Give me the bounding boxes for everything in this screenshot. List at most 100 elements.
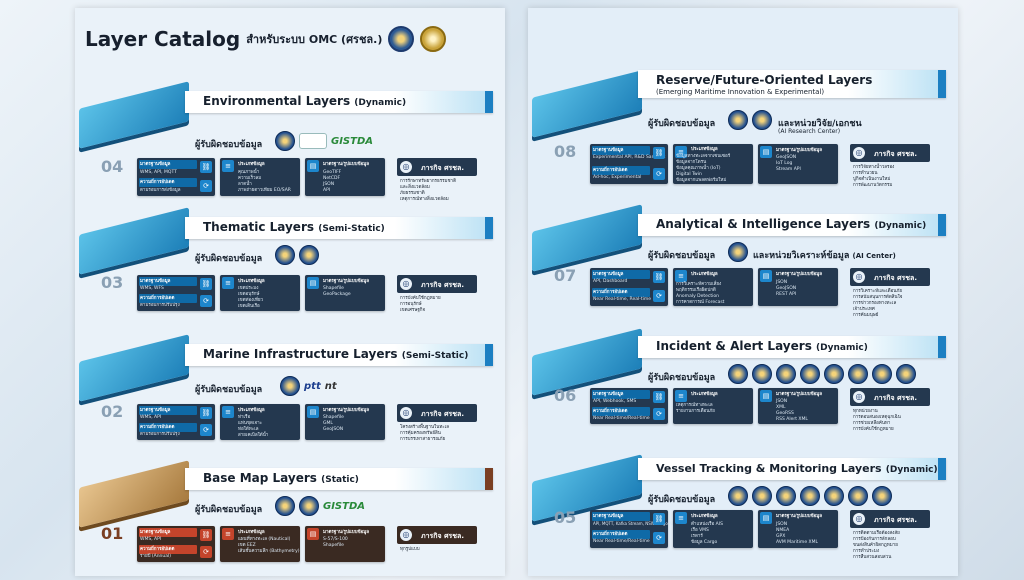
- reserve-illustration: [532, 70, 642, 138]
- card-heading: ประเภทข้อมูล: [691, 272, 718, 277]
- mission-list: ทุกหน่วยงาน การตอบสนองเหตุฉุกเฉิน การช่ว…: [853, 409, 901, 433]
- card-heading: มาตรฐาน/รูปแบบข้อมูล: [776, 514, 822, 519]
- agency-logo-icon: [800, 486, 820, 506]
- mission-label: ภารกิจ ศรชล.: [874, 274, 917, 282]
- mission-badge: ◎ ภารกิจ ศรชล.: [850, 510, 930, 528]
- owner-logos: [728, 110, 772, 130]
- agency-logo-icon: [275, 245, 295, 265]
- card-heading: ประเภทข้อมูล: [238, 530, 265, 535]
- agency-logo-icon: [872, 364, 892, 384]
- title-row: Layer Catalog สำหรับระบบ OMC (ศรชล.): [85, 26, 447, 52]
- card-item: API: [323, 188, 331, 193]
- card-heading: มาตรฐาน/รูปแบบข้อมูล: [776, 272, 822, 277]
- layer-name: Analytical & Intelligence Layers: [656, 217, 871, 231]
- mission-item: เขตเศรษฐกิจ: [400, 308, 426, 313]
- mission-label: ภารกิจ ศรชล.: [421, 281, 464, 289]
- ptt-logo: ptt: [304, 380, 321, 392]
- card-heading: มาตรฐานข้อมูล: [593, 514, 624, 519]
- card-heading: ประเภทข้อมูล: [691, 392, 718, 397]
- card-heading: มาตรฐาน/รูปแบบข้อมูล: [776, 148, 822, 153]
- card-item: JSON: [776, 522, 788, 527]
- mission-item: ทุกหน่วยงาน: [853, 409, 878, 414]
- mission-item: การบังคับใช้กฎหมาย: [400, 296, 441, 301]
- data-type-card: ≡ ประเภทข้อมูล ข้อมูลทางทะเลจากเซนเซอร์ …: [673, 144, 753, 184]
- agency-logo-icon: [728, 242, 748, 262]
- card-item: GML: [323, 421, 333, 426]
- mission-item: เหตุการณ์ทางสิ่งแวดล้อม: [400, 197, 449, 202]
- owner-label: ผู้รับผิดชอบข้อมูล: [648, 116, 715, 130]
- list-icon: ≡: [675, 146, 687, 158]
- format-card: ▤ มาตรฐาน/รูปแบบข้อมูล GeoTIFF NetCDF JS…: [305, 158, 385, 196]
- data-type-card: ≡ ประเภทข้อมูล ท่าเรือ แท่นขุดเจาะ ท่อใต…: [220, 404, 300, 440]
- format-card: ▤ มาตรฐาน/รูปแบบข้อมูล Shapefile GML Geo…: [305, 404, 385, 440]
- card-heading: ความถี่การอัปเดต: [593, 532, 628, 537]
- layer-banner: Vessel Tracking & Monitoring Layers (Dyn…: [638, 458, 946, 480]
- standard-card: มาตรฐานข้อมูล API, MQTT, Kafka Stream, N…: [590, 510, 675, 548]
- mission-list: การรักษาทรัพยากรธรรมชาติ และสิ่งแวดล้อม …: [400, 179, 456, 203]
- nt-logo: nt: [324, 380, 337, 392]
- mission-badge: ◎ ภารกิจ ศรชล.: [397, 526, 477, 544]
- owner-label: ผู้รับผิดชอบข้อมูล: [648, 373, 716, 383]
- layer-qualifier: (Semi-Static): [401, 351, 469, 361]
- right-page: Reserve/Future-Oriented Layers (Emerging…: [528, 8, 958, 576]
- layer-number: 01: [101, 524, 124, 543]
- mission-item: การช่วยเหลือค้นหา: [853, 421, 891, 426]
- card-text: ตามรอบการส่งข้อมูล: [140, 188, 181, 193]
- agency-logo-icon: [752, 364, 772, 384]
- owner-logos: [728, 242, 748, 262]
- mission-list: การติดตามเรือต้องสงสัย การป้องกันการลักล…: [853, 531, 900, 561]
- layer-qualifier: (Dynamic): [816, 343, 868, 353]
- card-item: S-57/S-100: [323, 537, 348, 542]
- thematic-illustration: [79, 207, 189, 275]
- mission-item: การสืบสวนสอบสวน: [853, 555, 892, 560]
- format-card: ▤ มาตรฐาน/รูปแบบข้อมูล S-57/S-100 Shapef…: [305, 526, 385, 562]
- card-item: การวิเคราะห์ความเสี่ยง: [676, 282, 722, 287]
- layer-qualifier: (Static): [321, 475, 359, 485]
- layer-name: Marine Infrastructure Layers: [203, 347, 398, 361]
- card-heading: ประเภทข้อมูล: [691, 147, 718, 152]
- refresh-icon: ⟳: [200, 424, 212, 436]
- card-item: JSON: [323, 182, 335, 187]
- mission-item: การวิเคราะห์และเตือนภัย: [853, 289, 902, 294]
- mission-item: ปูกิจดำเนินงานใหม่: [853, 177, 891, 182]
- standard-card: มาตรฐานข้อมูล WMS, WFS ความถี่การอัปเดต …: [137, 275, 215, 311]
- link-icon: ⛓: [200, 407, 212, 419]
- card-item: Shapefile: [323, 286, 344, 291]
- card-heading: มาตรฐานข้อมูล: [140, 530, 171, 535]
- owner-note: (AI Research Center): [778, 128, 841, 135]
- mission-item: การทำนวยน: [853, 171, 878, 176]
- agency-logo-icon: [872, 486, 892, 506]
- card-item: เขต EEZ: [238, 543, 256, 548]
- target-icon: ◎: [853, 271, 865, 283]
- agency-logo-icon: [776, 486, 796, 506]
- layer-name: Base Map Layers: [203, 471, 317, 485]
- card-item: Anomaly Detection: [676, 294, 720, 299]
- format-card: ▤ มาตรฐาน/รูปแบบข้อมูล JSON NMEA GPX AVM…: [758, 510, 838, 548]
- mission-badge: ◎ ภารกิจ ศรชล.: [397, 158, 477, 176]
- layer-name: Environmental Layers: [203, 94, 351, 108]
- card-item: Stream API: [776, 167, 801, 172]
- mission-label: ภารกิจ ศรชล.: [874, 150, 917, 158]
- data-type-card: ≡ ประเภทข้อมูล การวิเคราะห์ความเสี่ยง พฤ…: [673, 268, 753, 306]
- card-item: Shapefile: [323, 543, 344, 548]
- layer-number: 05: [554, 508, 577, 527]
- card-item: เขตอนุรักษ์: [238, 292, 260, 297]
- layer-number: 07: [554, 266, 577, 285]
- card-item: GeoPackage: [323, 292, 351, 297]
- layer-number: 03: [101, 273, 124, 292]
- mission-item: การวิจัยทางน้ำวลรอง: [853, 165, 895, 170]
- standard-card: มาตรฐานข้อมูล Experimental API, R&D Sand…: [590, 144, 668, 184]
- mission-item: ขนส่งสินค้าผิดกฎหมาย: [853, 543, 898, 548]
- card-item: GeoTIFF: [323, 170, 342, 175]
- card-heading: มาตรฐาน/รูปแบบข้อมูล: [323, 162, 369, 167]
- card-item: รายงานการเตือนภัย: [676, 409, 715, 414]
- link-icon: ⛓: [653, 513, 665, 525]
- data-type-card: ≡ ประเภทข้อมูล เหตุการณ์ทางทะเล รายงานกา…: [673, 388, 753, 424]
- agency-logo-icon: [728, 486, 748, 506]
- card-text: รายปี (Annual): [140, 554, 172, 559]
- agency-logo-icon: [848, 486, 868, 506]
- card-heading: ประเภทข้อมูล: [238, 408, 265, 413]
- target-icon: ◎: [400, 161, 412, 173]
- card-item: JSON: [776, 280, 788, 285]
- layer-subtitle: (Emerging Maritime Innovation & Experime…: [656, 88, 825, 96]
